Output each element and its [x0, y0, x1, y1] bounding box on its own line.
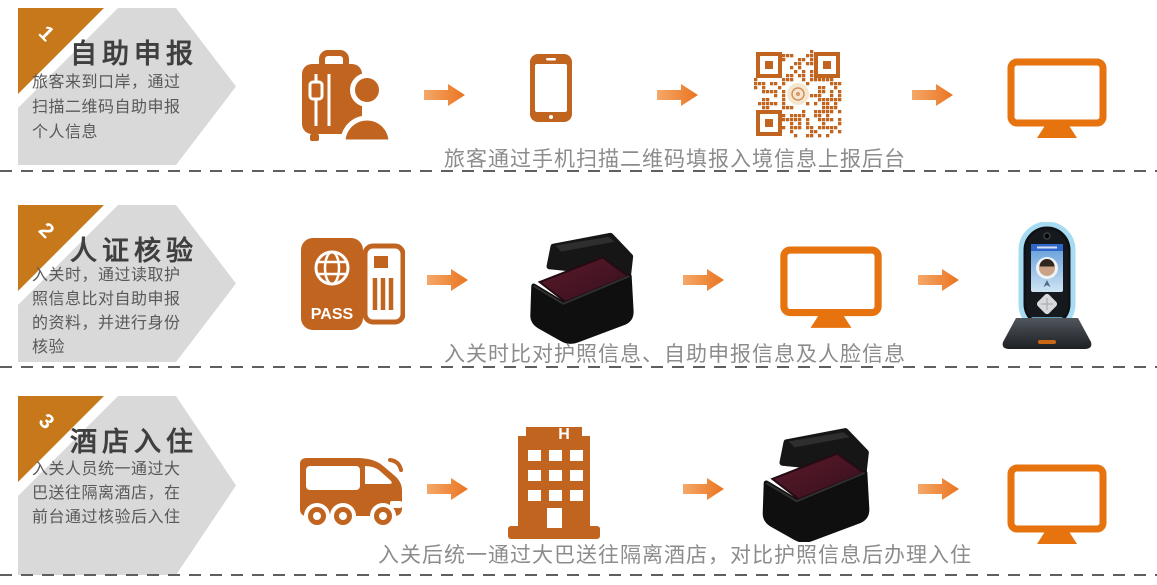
luggage-traveler-icon	[296, 50, 396, 144]
passport-icon: PASS	[299, 236, 405, 332]
smartphone-icon	[529, 53, 573, 123]
bus-icon	[293, 446, 405, 532]
step-chevron-2: 2 人证核验 入关时，通过读取护照信息比对自助申报的资料，并进行身份核验	[18, 205, 236, 362]
monitor-icon	[779, 246, 883, 332]
monitor-icon	[1007, 464, 1107, 548]
passport-reader-photo	[750, 426, 878, 542]
arrow-icon	[683, 268, 725, 292]
arrow-icon	[427, 268, 469, 292]
step-description: 旅客来到口岸，通过扫描二维码自助申报个人信息	[32, 74, 181, 141]
step-caption: 入关后统一通过大巴送往隔离酒店，对比护照信息后办理入住	[378, 544, 972, 567]
arrow-icon	[683, 477, 725, 501]
step-description: 入关时，通过读取护照信息比对自助申报的资料，并进行身份核验	[32, 267, 181, 356]
step-chevron-1: 1 自助申报 旅客来到口岸，通过扫描二维码自助申报个人信息	[18, 8, 236, 165]
passport-label: PASS	[311, 306, 354, 323]
row-separator	[0, 170, 1157, 172]
arrow-icon	[427, 477, 469, 501]
step-title: 自助申报	[70, 39, 198, 69]
step-caption: 旅客通过手机扫描二维码填报入境信息上报后台	[444, 148, 906, 171]
step-caption: 入关时比对护照信息、自助申报信息及人脸信息	[444, 343, 906, 366]
arrow-icon	[918, 477, 960, 501]
arrow-icon	[657, 83, 699, 107]
step-description: 入关人员统一通过大巴送往隔离酒店，在前台通过核验后入住	[32, 461, 181, 526]
qr-code-icon	[754, 50, 842, 138]
step-chevron-3: 3 酒店入住 入关人员统一通过大巴送往隔离酒店，在前台通过核验后入住	[18, 396, 236, 575]
step-title: 人证核验	[70, 236, 198, 266]
row-separator	[0, 366, 1157, 368]
row-separator	[0, 574, 1157, 576]
hotel-icon: H	[506, 422, 602, 540]
face-verification-terminal-photo	[994, 222, 1100, 350]
hotel-letter: H	[558, 426, 570, 443]
arrow-icon	[424, 83, 466, 107]
step-title: 酒店入住	[70, 427, 198, 457]
passport-reader-photo	[518, 230, 642, 344]
arrow-icon	[912, 83, 954, 107]
arrow-icon	[918, 268, 960, 292]
monitor-icon	[1007, 58, 1107, 142]
